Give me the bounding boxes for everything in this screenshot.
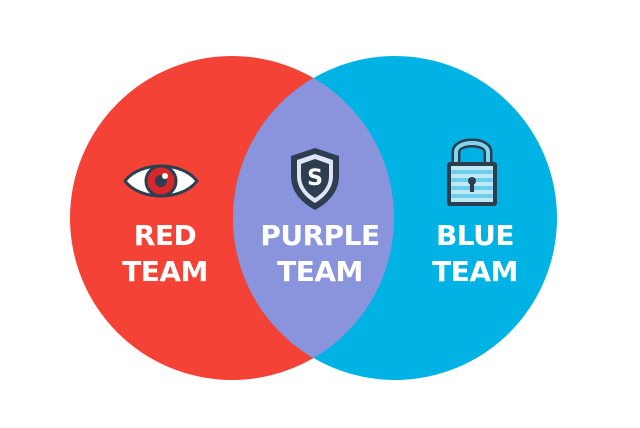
purple-team-overlap (233, 56, 394, 380)
red-team-label-line2: TEAM (122, 255, 208, 288)
red-team-label: RED TEAM (95, 218, 235, 290)
red-team-label-line1: RED (133, 219, 197, 252)
shield-icon: S (291, 148, 339, 210)
blue-team-label-line1: BLUE (435, 219, 515, 252)
eye-icon (123, 164, 199, 198)
purple-team-label-line1: PURPLE (260, 219, 380, 252)
blue-team-label: BLUE TEAM (405, 218, 545, 290)
shield-letter: S (307, 166, 323, 191)
purple-team-label-line2: TEAM (277, 255, 363, 288)
blue-team-label-line2: TEAM (432, 255, 518, 288)
lock-icon (447, 138, 497, 206)
purple-team-label: PURPLE TEAM (240, 218, 400, 290)
